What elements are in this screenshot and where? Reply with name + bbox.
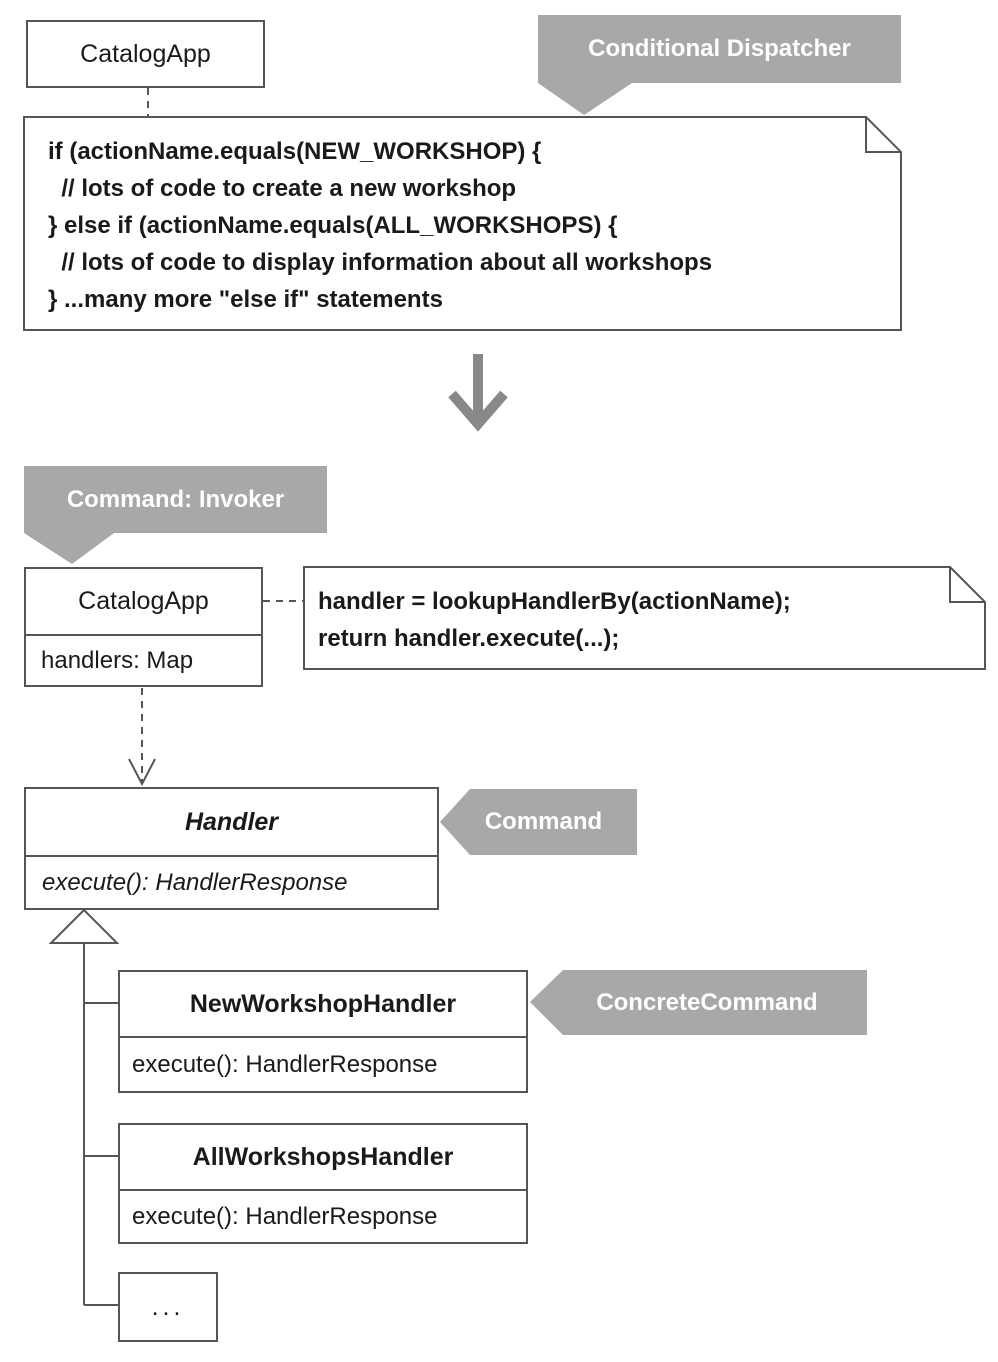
new-workshop-handler-name: NewWorkshopHandler	[120, 972, 526, 1038]
concrete-command-callout: ConcreteCommand	[563, 970, 851, 1035]
generalization-triangle-icon	[48, 908, 120, 944]
more-handlers-box: ...	[118, 1272, 218, 1342]
handler-note-line: return handler.execute(...);	[318, 625, 620, 652]
command-callout-shape	[440, 789, 637, 855]
invoker-callout-label: Command: Invoker	[66, 485, 285, 513]
handler-note-line: handler = lookupHandlerBy(actionName);	[318, 588, 791, 615]
new-workshop-handler-operation: execute(): HandlerResponse	[120, 1038, 526, 1091]
catalogapp-attribute-label: handlers: Map	[41, 646, 194, 674]
transform-arrow-icon	[448, 354, 508, 432]
handler-class-label: Handler	[184, 807, 279, 836]
all-workshops-handler-label: AllWorkshopsHandler	[192, 1142, 454, 1171]
handler-note-outline	[303, 566, 986, 670]
concrete-command-callout-label: ConcreteCommand	[596, 988, 818, 1016]
conditional-dispatcher-callout-shape	[538, 15, 901, 115]
command-callout-label: Command	[484, 808, 603, 835]
code-line: // lots of code to display information a…	[48, 249, 713, 276]
catalogapp-attribute: handlers: Map	[26, 636, 261, 685]
code-line: if (actionName.equals(NEW_WORKSHOP) {	[48, 138, 542, 165]
all-workshops-handler-box: AllWorkshopsHandler execute(): HandlerRe…	[118, 1123, 528, 1244]
catalogapp-class-name: CatalogApp	[26, 569, 261, 636]
all-workshops-handler-name: AllWorkshopsHandler	[120, 1125, 526, 1191]
catalogapp-class-box: CatalogApp handlers: Map	[24, 567, 263, 687]
code-line: } ...many more "else if" statements	[48, 286, 443, 313]
handler-operation-label: execute(): HandlerResponse	[42, 868, 348, 896]
handler-note: handler = lookupHandlerBy(actionName); r…	[318, 583, 938, 663]
invoker-callout-shape	[24, 466, 327, 564]
new-workshop-handler-label: NewWorkshopHandler	[189, 989, 457, 1018]
new-workshop-handler-operation-label: execute(): HandlerResponse	[132, 1050, 438, 1078]
code-note-outline	[23, 116, 902, 331]
catalogapp-top-label: CatalogApp	[80, 39, 211, 68]
code-note-fold	[865, 117, 901, 153]
code-line: } else if (actionName.equals(ALL_WORKSHO…	[48, 212, 618, 239]
handler-note-fold	[949, 567, 985, 603]
new-workshop-handler-box: NewWorkshopHandler execute(): HandlerRes…	[118, 970, 528, 1093]
all-workshops-handler-operation: execute(): HandlerResponse	[120, 1191, 526, 1242]
handler-operation: execute(): HandlerResponse	[26, 857, 437, 908]
more-handlers-label: ...	[151, 1292, 185, 1321]
command-callout: Command	[470, 789, 617, 855]
code-note: if (actionName.equals(NEW_WORKSHOP) { //…	[48, 133, 878, 323]
conditional-dispatcher-callout: Conditional Dispatcher	[538, 15, 901, 83]
handler-class-box: Handler execute(): HandlerResponse	[24, 787, 439, 910]
catalogapp-class-label: CatalogApp	[78, 587, 209, 615]
dependency-arrowhead-icon	[128, 758, 156, 787]
catalogapp-box-top: CatalogApp	[26, 20, 265, 88]
all-workshops-handler-operation-label: execute(): HandlerResponse	[132, 1202, 438, 1230]
concrete-command-callout-shape	[530, 970, 867, 1035]
handler-class-name: Handler	[26, 789, 437, 857]
invoker-callout: Command: Invoker	[24, 466, 327, 533]
code-line: // lots of code to create a new workshop	[48, 175, 517, 202]
conditional-dispatcher-label: Conditional Dispatcher	[588, 35, 851, 62]
